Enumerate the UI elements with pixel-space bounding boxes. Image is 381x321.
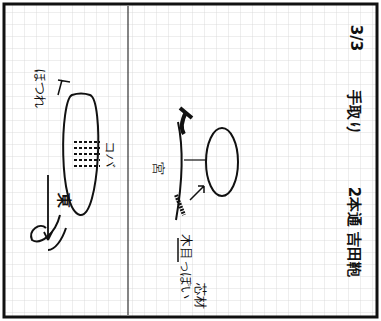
note-label: コバ xyxy=(103,141,117,167)
note-label: 芯材 xyxy=(193,283,207,309)
note-label: ほつれ xyxy=(33,69,47,108)
page-title: 手取り xyxy=(346,90,363,135)
note-label: 宮 xyxy=(151,162,165,175)
note-label: 2本通 吉田鞄 xyxy=(346,187,363,278)
note-label: 東 xyxy=(56,193,73,208)
note-label: 木目っぽい xyxy=(179,234,193,299)
note-label: 3/3 xyxy=(348,25,365,51)
